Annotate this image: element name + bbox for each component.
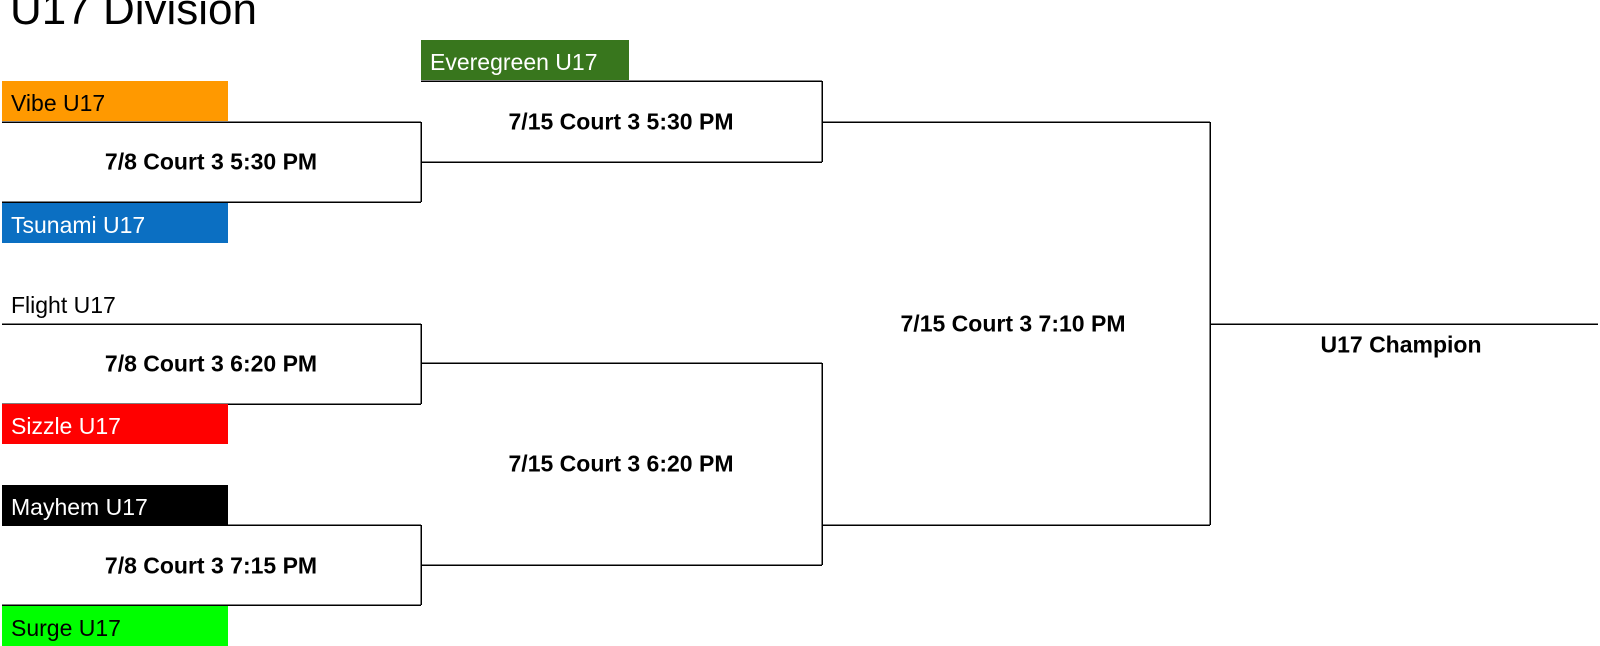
bracket-lines [2,80,1598,606]
game-label-r2-b: 7/15 Court 3 6:20 PM [508,450,734,477]
team-slot-mayhem: Mayhem U17 [2,485,228,525]
champion-label: U17 Champion [1320,331,1482,358]
team-slot-tsunami: Tsunami U17 [2,203,228,243]
team-slot-flight: Flight U17 [2,292,228,318]
page-title: U17 Division [10,0,257,34]
game-label-r1-b: 7/8 Court 3 6:20 PM [104,350,318,377]
game-label-final: 7/15 Court 3 7:10 PM [900,310,1126,337]
team-slot-sizzle: Sizzle U17 [2,404,228,444]
team-slot-vibe: Vibe U17 [2,81,228,121]
game-label-r2-a: 7/15 Court 3 5:30 PM [508,108,734,135]
team-slot-surge: Surge U17 [2,606,228,646]
game-label-r1-a: 7/8 Court 3 5:30 PM [104,148,318,175]
game-label-r1-c: 7/8 Court 3 7:15 PM [104,552,318,579]
team-slot-everegreen: Everegreen U17 [421,40,629,80]
